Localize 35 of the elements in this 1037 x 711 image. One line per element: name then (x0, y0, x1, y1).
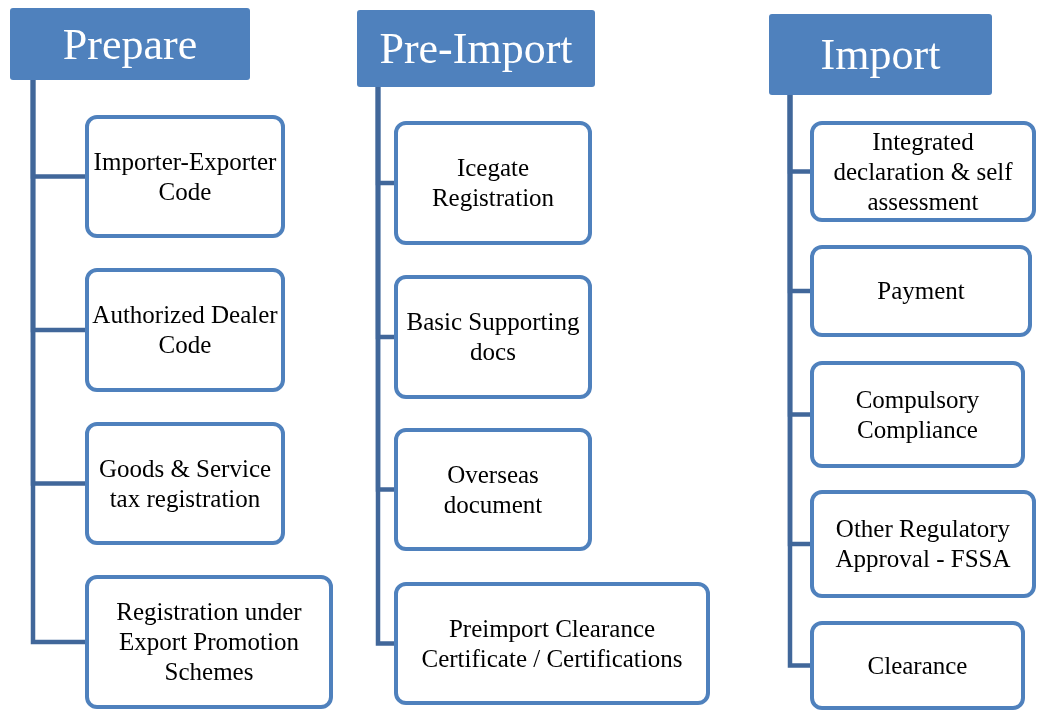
connector-line (787, 95, 810, 668)
step-label: Authorized Dealer Code (91, 300, 279, 360)
step-box (394, 121, 592, 245)
step-label: Importer-Exporter Code (92, 146, 278, 207)
step-label: Basic Supporting docs (405, 307, 581, 367)
step-label: Clearance (867, 650, 968, 681)
step-box (85, 268, 285, 392)
phase-header (10, 8, 250, 80)
step-label: Other Regulatory Approval - FSSA (834, 514, 1012, 574)
step-box (810, 121, 1036, 222)
step-label: Overseas document (442, 459, 544, 520)
phase-header (769, 14, 992, 95)
step-box (85, 575, 333, 709)
step-label: Registration under Export Promotion Schemes (115, 597, 303, 687)
step-label: Preimport Clearance Certificate / Certifications (420, 613, 684, 674)
connector-line (30, 80, 85, 645)
phase-title: Prepare (62, 18, 198, 70)
step-box (810, 490, 1036, 598)
step-box (85, 115, 285, 238)
phase-title: Import (820, 29, 941, 80)
step-label: Payment (877, 276, 965, 306)
step-label: Goods & Service tax registration (97, 453, 273, 514)
step-box (394, 582, 710, 705)
step-box (394, 428, 592, 551)
step-label: Integrated declaration & self assessment (832, 126, 1014, 217)
phase-header (357, 10, 595, 87)
step-box (810, 621, 1025, 710)
step-box (810, 361, 1025, 468)
step-box (85, 422, 285, 545)
connector-line (375, 87, 394, 646)
step-box (394, 275, 592, 399)
step-label: Compulsory Compliance (854, 384, 981, 445)
step-label: Icegate Registration (430, 153, 556, 213)
step-box (810, 245, 1032, 337)
phase-title: Pre-Import (379, 23, 573, 74)
